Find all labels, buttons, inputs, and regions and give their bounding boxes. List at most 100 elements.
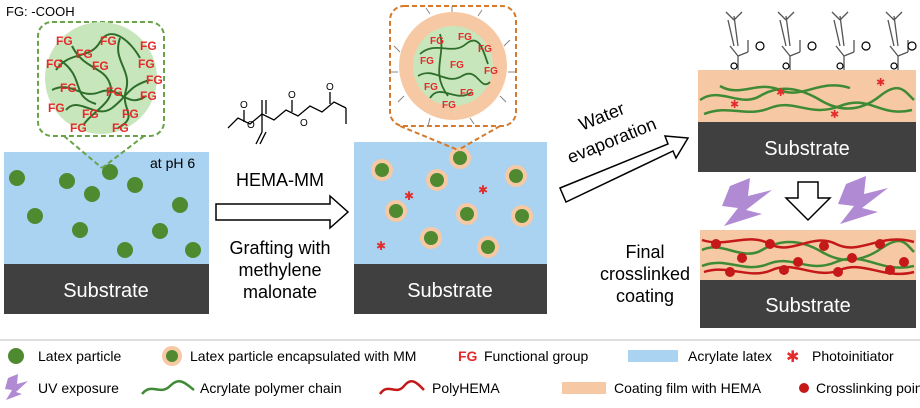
svg-text:FG: FG bbox=[478, 44, 492, 55]
crosslink-point bbox=[711, 239, 721, 249]
legend-label-functional-group: Functional group bbox=[484, 348, 589, 364]
svg-text:FG: FG bbox=[458, 32, 472, 43]
svg-text:FG: FG bbox=[60, 81, 77, 95]
svg-text:O: O bbox=[247, 120, 255, 131]
uv-bolt-icon bbox=[838, 176, 888, 224]
svg-text:FG: FG bbox=[100, 34, 117, 48]
latex-particle bbox=[117, 242, 133, 258]
panel-3: Substrate ✱✱✱✱ bbox=[698, 11, 917, 172]
substrate-label-3: Substrate bbox=[764, 138, 850, 160]
svg-text:FG: FG bbox=[146, 73, 163, 87]
latex-particle bbox=[72, 222, 88, 238]
encapsulated-particle bbox=[430, 173, 444, 187]
functional-groups-zoom-2: FG FG FG FG FG FG FG FG FG bbox=[420, 32, 498, 111]
crosslink-points-4 bbox=[711, 239, 909, 277]
svg-text:FG: FG bbox=[82, 107, 99, 121]
crosslink-point bbox=[793, 257, 803, 267]
svg-text:✱: ✱ bbox=[776, 86, 785, 99]
svg-text:FG: FG bbox=[424, 82, 438, 93]
encapsulated-particle bbox=[389, 204, 403, 218]
svg-text:FG: FG bbox=[76, 47, 93, 61]
ph-label: at pH 6 bbox=[150, 155, 195, 171]
svg-text:O: O bbox=[288, 90, 296, 101]
crosslink-point bbox=[819, 241, 829, 251]
legend-label-crosslink: Crosslinking point bbox=[816, 380, 920, 396]
svg-text:✱: ✱ bbox=[830, 108, 839, 121]
svg-text:FG: FG bbox=[450, 60, 464, 71]
crosslink-point-icon bbox=[799, 383, 809, 393]
encapsulated-particles-2 bbox=[371, 147, 533, 258]
legend-label-coating-film: Coating film with HEMA bbox=[614, 380, 762, 396]
crosslink-point bbox=[847, 253, 857, 263]
svg-text:FG: FG bbox=[106, 85, 123, 99]
svg-text:✱: ✱ bbox=[376, 239, 386, 253]
acrylate-latex-swatch bbox=[628, 350, 678, 362]
panel-4: Final crosslinked coating Substrate bbox=[600, 230, 916, 328]
grafted-mm-oxygens-3 bbox=[730, 41, 917, 70]
panel-1: Substrate at pH 6 FG: -COOH bbox=[4, 4, 209, 314]
final-caption-2: crosslinked bbox=[600, 264, 690, 284]
latex-particle bbox=[152, 223, 168, 239]
svg-text:FG: FG bbox=[140, 89, 157, 103]
panel-2: Substrate ✱ ✱ ✱ FG FG FG FG FG bbox=[354, 5, 547, 314]
acrylate-chains-3 bbox=[699, 84, 915, 116]
latex-particles-1 bbox=[9, 164, 201, 258]
svg-text:✱: ✱ bbox=[478, 183, 488, 197]
grafting-caption-3: malonate bbox=[243, 282, 317, 302]
uv-step bbox=[722, 176, 888, 226]
acrylate-chain-icon bbox=[141, 380, 195, 395]
substrate-2 bbox=[354, 264, 547, 314]
polyhema-chains-4 bbox=[701, 238, 915, 276]
substrate-4 bbox=[700, 280, 916, 328]
process-arrow-2 bbox=[559, 135, 690, 204]
latex-particle bbox=[172, 197, 188, 213]
svg-text:FG: FG bbox=[484, 66, 498, 77]
crosslink-point bbox=[885, 265, 895, 275]
process-arrow-1 bbox=[215, 194, 350, 230]
legend: Latex particle Latex particle encapsulat… bbox=[5, 346, 920, 400]
svg-text:✱: ✱ bbox=[404, 189, 414, 203]
hema-mm-structure bbox=[227, 92, 347, 145]
crosslink-point bbox=[737, 253, 747, 263]
photoinitiators-2: ✱ ✱ ✱ bbox=[376, 183, 488, 253]
functional-group-icon: FG bbox=[458, 348, 478, 364]
latex-particle bbox=[9, 170, 25, 186]
legend-label-acrylate-chain: Acrylate polymer chain bbox=[200, 380, 342, 396]
latex-core-zoom bbox=[413, 26, 493, 106]
svg-text:FG: FG bbox=[420, 56, 434, 67]
legend-label-latex-particle: Latex particle bbox=[38, 348, 121, 364]
legend-label-acrylate-latex: Acrylate latex bbox=[688, 348, 772, 364]
evaporation-step: Water evaporation bbox=[559, 98, 690, 204]
svg-text:✱: ✱ bbox=[730, 98, 739, 111]
crosslink-point bbox=[725, 267, 735, 277]
svg-text:FG: FG bbox=[48, 101, 65, 115]
svg-text:FG: FG bbox=[430, 36, 444, 47]
encapsulated-particle bbox=[460, 207, 474, 221]
svg-text:FG: FG bbox=[442, 100, 456, 111]
crosslink-point bbox=[779, 265, 789, 275]
substrate-3 bbox=[698, 122, 916, 172]
latex-particle bbox=[84, 186, 100, 202]
acrylate-chains-zoom bbox=[51, 33, 151, 129]
encapsulated-particle bbox=[515, 209, 529, 223]
svg-text:FG: FG bbox=[112, 121, 129, 135]
svg-text:FG: FG bbox=[138, 57, 155, 71]
encapsulated-particle bbox=[509, 169, 523, 183]
latex-particle bbox=[127, 177, 143, 193]
polyhema-chain-icon bbox=[378, 380, 425, 395]
latex-particle bbox=[59, 173, 75, 189]
grafting-caption-2: methylene bbox=[238, 260, 321, 280]
mm-grafts-zoom bbox=[390, 6, 516, 127]
latex-particle bbox=[27, 208, 43, 224]
encapsulated-particle-core bbox=[166, 350, 178, 362]
substrate-1 bbox=[4, 264, 209, 314]
svg-text:FG: FG bbox=[140, 39, 157, 53]
svg-text:FG: FG bbox=[46, 57, 63, 71]
substrate-label-1: Substrate bbox=[63, 280, 149, 302]
legend-label-polyhema: PolyHEMA bbox=[432, 380, 500, 396]
crosslink-point bbox=[765, 239, 775, 249]
crosslink-point bbox=[899, 257, 909, 267]
acrylate-chains-zoom-2 bbox=[417, 33, 491, 99]
photoinitiators-3: ✱✱✱✱ bbox=[730, 76, 885, 121]
